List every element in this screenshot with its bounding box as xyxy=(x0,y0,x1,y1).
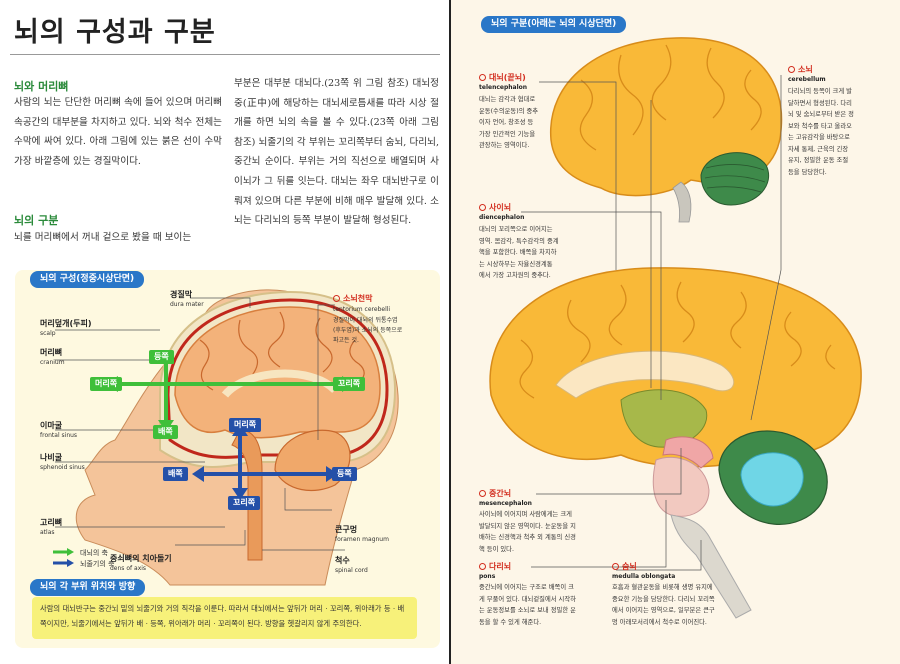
label-diencephalon-en: diencephalon xyxy=(479,214,525,221)
label-dens-ko: 중쇠뼈의 치아돌기 xyxy=(110,554,172,563)
bullet-icon xyxy=(333,295,340,302)
label-cerebellum-en: cerebellum xyxy=(788,76,826,83)
label-mesencephalon-en: mesencephalon xyxy=(479,500,532,507)
label-frontal-en: frontal sinus xyxy=(40,432,78,439)
label-pons-en: pons xyxy=(479,573,496,580)
label-cranium-en: cranium xyxy=(40,359,65,366)
label-cerebellum-text: 소뇌 xyxy=(798,65,813,74)
section-head-brain-skull: 뇌와 머리뼈 xyxy=(14,80,69,93)
label-medulla-en: medulla oblongata xyxy=(612,573,676,580)
top-brainstem xyxy=(672,181,692,223)
axis-label-rostral: 머리쪽 xyxy=(90,377,123,391)
axis-label-ventral: 배쪽 xyxy=(153,425,178,439)
right-page: 뇌의 구분(아래는 뇌의 시상단면) 대뇌(끝뇌) telencephalon xyxy=(451,0,900,664)
section-body-brain-division: 뇌를 머리뼈에서 꺼내 겉으로 봤을 때 보이는 xyxy=(14,232,192,243)
label-atlas-en: atlas xyxy=(40,529,55,536)
label-medulla-desc: 호흡과 혈관운동을 비롯해 생명 유지에 중요한 기능을 담당한다. 다리뇌 꼬… xyxy=(612,584,715,626)
label-foramen-ko: 큰구멍 xyxy=(335,525,358,534)
right-tab: 뇌의 구분(아래는 뇌의 시상단면) xyxy=(481,16,627,33)
label-telencephalon-en: telencephalon xyxy=(479,84,528,91)
label-cerebellum-ko: 소뇌 xyxy=(788,64,813,75)
label-tentorium-ko: 소뇌천막 xyxy=(333,293,372,304)
top-cerebellum xyxy=(700,152,769,206)
label-tentorium-en: tentorium cerebelli xyxy=(333,306,391,313)
label-scalp-ko: 머리덮개(두피) xyxy=(40,319,92,328)
label-atlas-ko: 고리뼈 xyxy=(40,518,63,527)
book-gutter xyxy=(449,0,451,664)
legend-cerebral-axis: 대뇌의 축 xyxy=(80,549,108,557)
section-body-column2: 부분은 대부분 대뇌다.(23쪽 위 그림 참조) 대뇌정중(正中)에 해당하는… xyxy=(234,78,439,227)
label-tentorium-desc: 경질막이 대뇌의 뒤통수엽 (후두엽)과 소뇌의 등쪽으로 파고든 것. xyxy=(333,317,403,344)
bullet-icon xyxy=(479,74,486,81)
axis-label-dorsal: 등쪽 xyxy=(149,350,174,364)
label-mesencephalon-text: 중간뇌 xyxy=(489,489,512,498)
note-text: 사람의 대뇌반구는 중간뇌 밑의 뇌줄기와 거의 직각을 이룬다. 따라서 대뇌… xyxy=(40,604,405,628)
label-telencephalon-ko: 대뇌(끝뇌) xyxy=(479,72,526,83)
note-tab: 뇌의 각 부위 위치와 방향 xyxy=(30,579,146,596)
bullet-icon xyxy=(479,563,486,570)
brainstem-shape xyxy=(231,429,263,561)
label-mesencephalon-desc: 사이뇌에 이어지며 사람에게는 크게 발달되지 않은 영역이다. 눈운동을 지 … xyxy=(479,511,576,553)
label-medulla-ko: 숨뇌 xyxy=(612,561,637,572)
label-cerebellum-desc: 다리뇌의 등쪽이 크게 발 달하면서 형성된다. 다리 뇌 및 숨뇌로부터 받은… xyxy=(788,88,854,176)
brain-sagittal-figure xyxy=(489,37,862,619)
section-head-brain-division: 뇌의 구분 xyxy=(14,214,59,227)
label-telencephalon-text: 대뇌(끝뇌) xyxy=(489,73,526,82)
label-spinal-ko: 척수 xyxy=(335,556,350,565)
page-title: 뇌의 구성과 구분 xyxy=(14,17,216,48)
axis-label-caudal: 꼬리쪽 xyxy=(333,377,366,391)
axis-label-caudal-brainstem: 꼬리쪽 xyxy=(228,496,261,510)
label-diencephalon-ko: 사이뇌 xyxy=(479,202,511,213)
label-telencephalon-desc: 대뇌는 감각과 협대로 운동(수의운동)의 중추 이자 언어, 창조성 등 가장… xyxy=(479,96,539,149)
label-dura-ko: 경질막 xyxy=(170,290,193,299)
label-foramen-en: foramen magnum xyxy=(335,536,389,543)
label-medulla-text: 숨뇌 xyxy=(622,562,637,571)
axis-label-rostral-brainstem: 머리쪽 xyxy=(229,418,262,432)
label-sphenoid-en: sphenoid sinus xyxy=(40,464,85,471)
bullet-icon xyxy=(479,204,486,211)
head-sagittal-figure xyxy=(53,289,399,586)
label-cranium-ko: 머리뼈 xyxy=(40,348,63,357)
mesencephalon-sag xyxy=(662,436,714,469)
dura-line xyxy=(166,298,389,459)
figure-tab: 뇌의 구성(정중시상단면) xyxy=(30,271,145,288)
title-rule xyxy=(10,54,440,55)
label-diencephalon-desc: 대뇌의 꼬리쪽으로 이어지는 영역. 몸감각, 특수감각의 중계 핵을 포함한다… xyxy=(479,226,559,279)
label-dura-en: dura mater xyxy=(170,301,204,308)
section-body-brain-skull: 사람의 뇌는 단단한 머리뼈 속에 들어 있으며 머리뼈 속공간의 대부분을 차… xyxy=(14,97,222,167)
label-pons-desc: 중간뇌에 이어지는 구조로 배쪽이 크 게 부풀어 있다. 대뇌겉질에서 시작하… xyxy=(479,584,576,626)
cerebellum-arbor xyxy=(740,452,804,507)
label-scalp-en: scalp xyxy=(40,330,56,337)
axis-label-ventral-brainstem: 배쪽 xyxy=(163,467,188,481)
label-pons-ko: 다리뇌 xyxy=(479,561,511,572)
bullet-icon xyxy=(612,563,619,570)
bullet-icon xyxy=(479,490,486,497)
label-dens-en: dens of axis xyxy=(110,565,147,572)
axis-label-dorsal-brainstem: 등쪽 xyxy=(332,467,357,481)
note-box: 사람의 대뇌반구는 중간뇌 밑의 뇌줄기와 거의 직각을 이룬다. 따라서 대뇌… xyxy=(32,597,417,639)
label-mesencephalon-ko: 중간뇌 xyxy=(479,488,511,499)
legend-brainstem-axis: 뇌줄기의 축 xyxy=(80,560,115,568)
medulla-sag xyxy=(670,514,752,619)
label-pons-text: 다리뇌 xyxy=(489,562,512,571)
label-tentorium-text: 소뇌천막 xyxy=(343,294,373,303)
corpus-callosum-sag xyxy=(555,350,734,399)
label-diencephalon-text: 사이뇌 xyxy=(489,203,512,212)
left-page: 뇌의 구성과 구분 뇌와 머리뼈 사람의 뇌는 단단한 머리뼈 속에 들어 있으… xyxy=(0,0,449,664)
label-frontal-ko: 이마굴 xyxy=(40,421,63,430)
label-sphenoid-ko: 나비굴 xyxy=(40,453,63,462)
bullet-icon xyxy=(788,66,795,73)
label-spinal-en: spinal cord xyxy=(335,567,368,574)
